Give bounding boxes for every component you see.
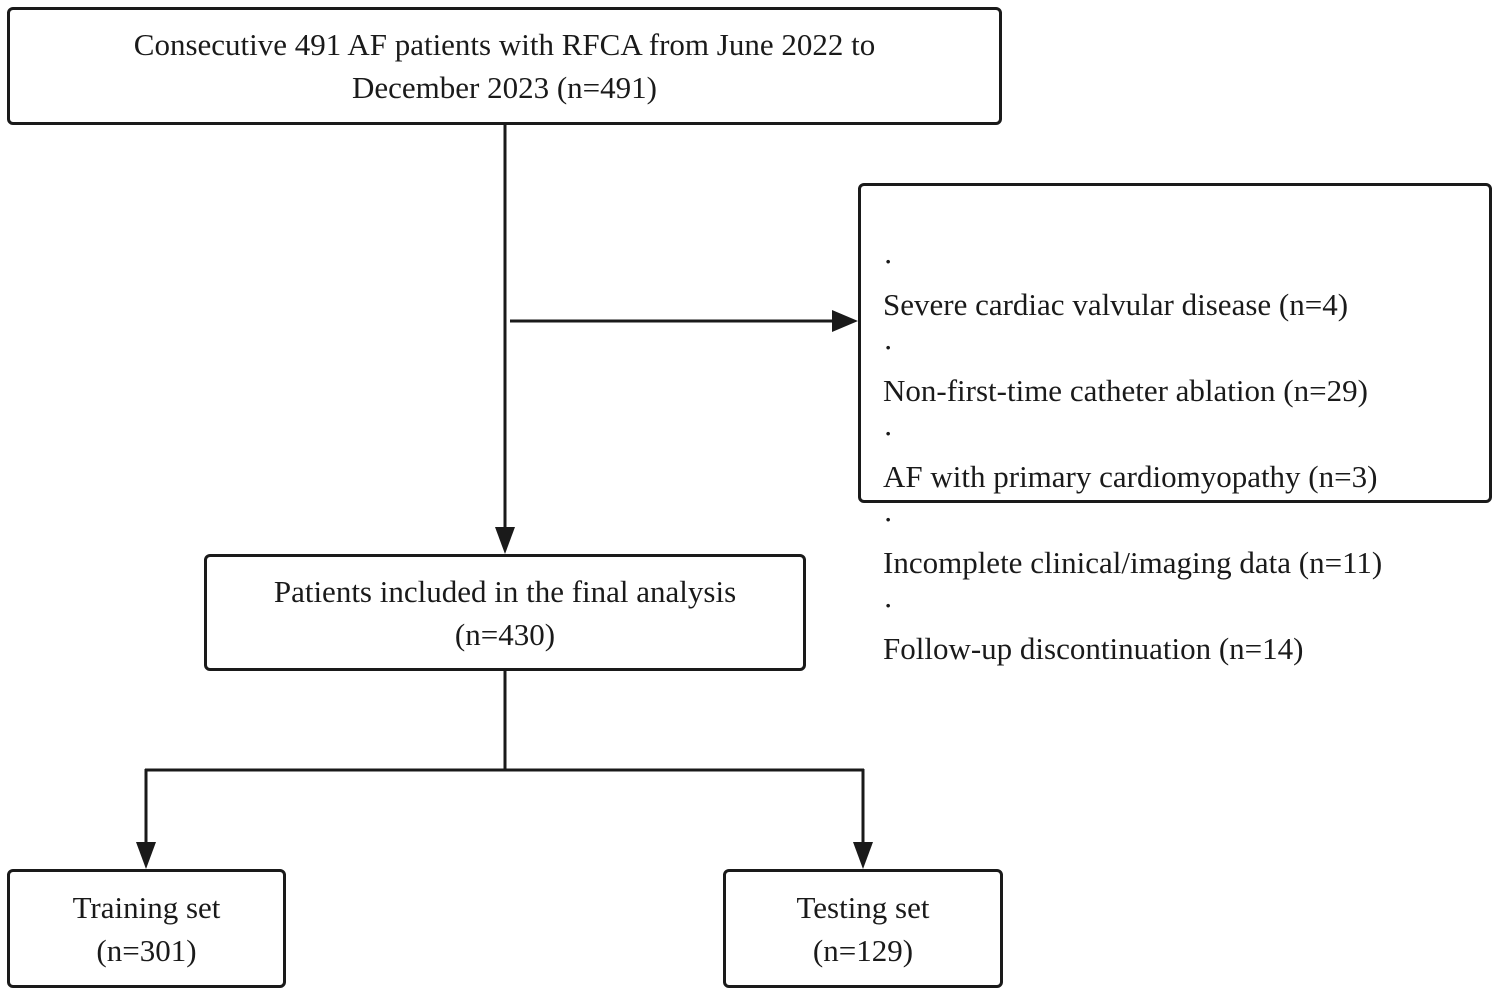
bullet-icon: · — [883, 588, 894, 623]
exclusion-item-text: Follow-up discontinuation (n=14) — [883, 631, 1304, 666]
testing-line-2: (n=129) — [812, 932, 914, 968]
exclusion-item: · Non-first-time catheter ablation (n=29) — [883, 326, 1382, 412]
exclusion-item-text: Non-first-time catheter ablation (n=29) — [883, 373, 1368, 408]
arrowhead-exclusion — [832, 310, 858, 332]
training-line-1: Training set — [72, 889, 221, 925]
arrowhead-testing — [853, 842, 873, 869]
bullet-icon: · — [883, 416, 894, 451]
exclusion-criteria-box: · Severe cardiac valvular disease (n=4) ·… — [858, 183, 1492, 666]
testing-set-box: Testing set (n=129) — [723, 869, 1003, 988]
bullet-icon: · — [883, 502, 894, 537]
exclusion-item: · Severe cardiac valvular disease (n=4) — [883, 240, 1382, 326]
arrowhead-training — [136, 842, 156, 869]
exclusion-item-text: Severe cardiac valvular disease (n=4) — [883, 287, 1349, 322]
exclusion-item: · AF with primary cardiomyopathy (n=3) — [883, 412, 1382, 498]
final-line-1: Patients included in the final analysis — [273, 573, 737, 609]
exclusion-item: · Incomplete clinical/imaging data (n=11) — [883, 498, 1382, 584]
exclusion-item-text: Incomplete clinical/imaging data (n=11) — [883, 545, 1383, 580]
source-line-2: December 2023 (n=491) — [352, 70, 657, 105]
final-line-2: (n=430) — [454, 616, 556, 652]
bullet-icon: · — [883, 330, 894, 365]
exclusion-item-text: AF with primary cardiomyopathy (n=3) — [883, 459, 1378, 494]
exclusion-list: · Severe cardiac valvular disease (n=4) ·… — [883, 240, 1382, 670]
training-set-box: Training set (n=301) — [7, 869, 286, 988]
testing-line-1: Testing set — [796, 889, 930, 925]
exclusion-item: · Follow-up discontinuation (n=14) — [883, 584, 1382, 670]
source-population-box: Consecutive 491 AF patients with RFCA fr… — [7, 7, 1002, 125]
arrowhead-final — [495, 527, 515, 554]
final-analysis-box: Patients included in the final analysis … — [204, 554, 806, 671]
training-line-2: (n=301) — [96, 932, 197, 968]
source-line-1: Consecutive 491 AF patients with RFCA fr… — [133, 27, 876, 62]
bullet-icon: · — [883, 244, 894, 279]
